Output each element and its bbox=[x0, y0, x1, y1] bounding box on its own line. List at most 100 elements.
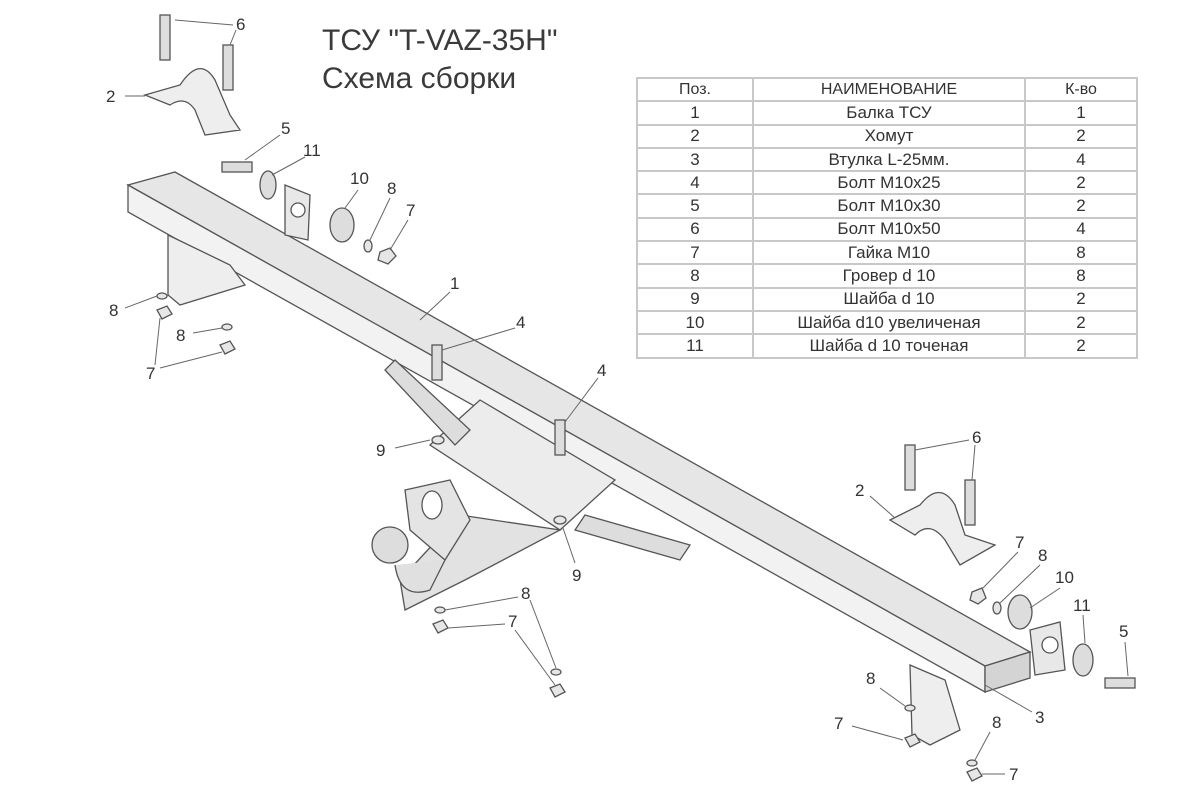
callout: 5 bbox=[281, 119, 290, 138]
callout: 3 bbox=[1035, 708, 1044, 727]
cell-pos: 9 bbox=[636, 286, 754, 312]
callout: 7 bbox=[1009, 765, 1018, 784]
cell-qty: 2 bbox=[1024, 286, 1138, 312]
washer-11a bbox=[259, 170, 277, 200]
cell-qty: 4 bbox=[1024, 216, 1138, 243]
cell-pos: 3 bbox=[636, 146, 754, 173]
diagram-title: ТСУ "T-VAZ-35H" bbox=[322, 24, 558, 57]
callout: 8 bbox=[866, 669, 875, 688]
callout: 6 bbox=[236, 15, 245, 34]
cell-name: Болт М10х25 bbox=[752, 170, 1026, 196]
clamp-left bbox=[142, 68, 242, 136]
callout: 7 bbox=[508, 612, 517, 631]
parts bbox=[126, 14, 1136, 782]
callout: 8 bbox=[1038, 546, 1047, 565]
callout: 9 bbox=[376, 441, 385, 460]
callout: 2 bbox=[855, 481, 864, 500]
callout: 4 bbox=[597, 361, 606, 380]
cell-name: Гровер d 10 bbox=[752, 263, 1026, 289]
clamp-right bbox=[888, 491, 997, 566]
cell-pos: 5 bbox=[636, 193, 754, 219]
callout: 5 bbox=[1119, 622, 1128, 641]
callout: 8 bbox=[176, 326, 185, 345]
cell-name: Шайба d10 увеличеная bbox=[752, 309, 1026, 336]
mount-plate bbox=[428, 399, 617, 531]
left-bracket bbox=[167, 233, 247, 306]
callout: 1 bbox=[450, 274, 459, 293]
right-bracket bbox=[909, 664, 961, 746]
bolt-5b bbox=[1104, 677, 1136, 689]
cell-pos: 1 bbox=[636, 100, 754, 126]
cell-pos: 7 bbox=[636, 240, 754, 266]
cell-qty: 8 bbox=[1024, 240, 1138, 266]
callout: 6 bbox=[972, 428, 981, 447]
cell-name: Гайка М10 bbox=[752, 240, 1026, 266]
cell-name: Хомут bbox=[752, 123, 1026, 149]
bolt-5a bbox=[221, 161, 253, 173]
bolt-6b bbox=[222, 44, 234, 91]
brace-2 bbox=[573, 514, 692, 561]
callout: 7 bbox=[1015, 533, 1024, 552]
bolt-6a bbox=[159, 14, 171, 61]
grover-8b bbox=[992, 601, 1002, 615]
cell-name: Болт М10х50 bbox=[752, 216, 1026, 243]
socket-plate bbox=[404, 479, 471, 561]
cell-qty: 1 bbox=[1024, 100, 1138, 126]
cell-pos: 8 bbox=[636, 263, 754, 289]
nut-7a bbox=[377, 247, 397, 265]
tow-ball bbox=[371, 526, 409, 564]
callout: 4 bbox=[516, 313, 525, 332]
header-pos: Поз. bbox=[636, 76, 754, 103]
diagram-subtitle: Схема сборки bbox=[322, 62, 517, 95]
callout: 8 bbox=[992, 713, 1001, 732]
bolt-6c bbox=[904, 444, 916, 491]
leader-lines bbox=[124, 19, 1129, 775]
cell-name: Шайба d 10 точеная bbox=[752, 333, 1026, 359]
cell-qty: 2 bbox=[1024, 170, 1138, 196]
bolt-4b bbox=[554, 419, 566, 456]
callout: 8 bbox=[109, 301, 118, 320]
callout: 11 bbox=[303, 141, 321, 160]
grover-8a bbox=[363, 239, 373, 253]
cell-name: Шайба d 10 bbox=[752, 286, 1026, 312]
callout: 8 bbox=[521, 584, 530, 603]
cell-name: Балка ТСУ bbox=[752, 100, 1026, 126]
cell-qty: 2 bbox=[1024, 123, 1138, 149]
washer-10b bbox=[1007, 594, 1033, 630]
cell-qty: 2 bbox=[1024, 333, 1138, 359]
cell-pos: 6 bbox=[636, 216, 754, 243]
cell-qty: 2 bbox=[1024, 309, 1138, 336]
callout: 7 bbox=[406, 201, 415, 220]
callout: 11 bbox=[1073, 596, 1091, 615]
bolt-6d bbox=[964, 479, 976, 526]
washer-10a bbox=[329, 207, 355, 243]
callout: 2 bbox=[106, 87, 115, 106]
bolt-4a bbox=[431, 344, 443, 381]
beam-end bbox=[984, 651, 1031, 693]
table-header: Поз. НАИМЕНОВАНИЕ К-во bbox=[636, 76, 1138, 103]
washer-11b bbox=[1072, 643, 1094, 677]
cell-pos: 10 bbox=[636, 309, 754, 336]
header-name: НАИМЕНОВАНИЕ bbox=[752, 76, 1026, 103]
callout: 7 bbox=[834, 714, 843, 733]
header-qty: К-во bbox=[1024, 76, 1138, 103]
cell-name: Втулка L-25мм. bbox=[752, 146, 1026, 173]
cell-qty: 4 bbox=[1024, 146, 1138, 173]
brace bbox=[384, 359, 471, 446]
cell-pos: 11 bbox=[636, 333, 754, 359]
callout: 8 bbox=[387, 179, 396, 198]
callout: 10 bbox=[1055, 568, 1074, 587]
cell-qty: 8 bbox=[1024, 263, 1138, 289]
